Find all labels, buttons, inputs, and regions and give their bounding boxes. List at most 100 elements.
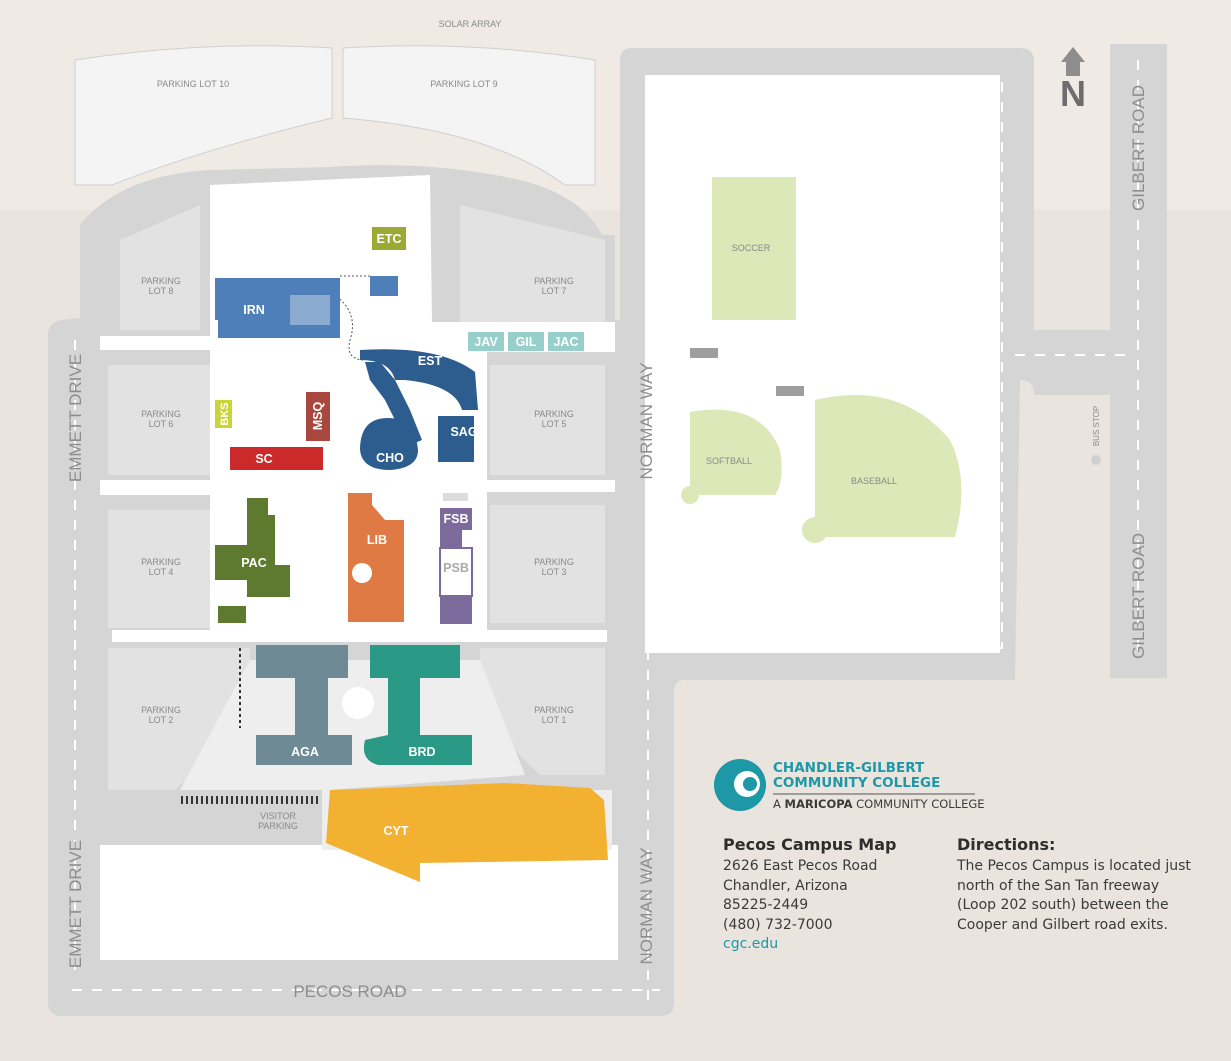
building-gil[interactable] [508, 332, 544, 351]
softball-diamond [681, 486, 699, 504]
building-fsb[interactable] [440, 508, 472, 548]
soccer-label: SOCCER [732, 243, 771, 253]
norman-way-label-north: NORMAN WAY [637, 362, 656, 479]
building-jac[interactable] [548, 332, 584, 351]
address-line-1: 2626 East Pecos Road [723, 858, 878, 874]
lot5-label: LOT 5 [542, 419, 567, 429]
road-labels: EMMETT DRIVE EMMETT DRIVE NORMAN WAY NOR… [66, 85, 1148, 1001]
gilbert-road-label-north: GILBERT ROAD [1129, 85, 1148, 211]
bus-stop-label: BUS STOP [1092, 406, 1101, 446]
baseball-field [815, 395, 962, 537]
bike-rack-hatches [181, 648, 318, 804]
lot6-label: LOT 6 [149, 419, 174, 429]
directions: Directions: The Pecos Campus is located … [957, 835, 1191, 935]
est-label: EST [418, 354, 443, 368]
brd-label: BRD [408, 745, 435, 759]
building-sag[interactable] [438, 416, 474, 462]
svg-text:PARKING: PARKING [141, 557, 181, 567]
building-etc[interactable] [372, 227, 406, 250]
directions-line-1: The Pecos Campus is located just [957, 858, 1191, 874]
svg-text:VISITOR: VISITOR [260, 811, 296, 821]
building-msq[interactable] [306, 392, 330, 441]
building-psb[interactable] [439, 547, 473, 597]
svg-text:PARKING: PARKING [141, 705, 181, 715]
building-pac-annex[interactable] [218, 606, 246, 623]
svg-text:PARKING: PARKING [141, 276, 181, 286]
map-title: Pecos Campus Map [723, 835, 897, 854]
svg-text:PARKING: PARKING [534, 705, 574, 715]
parking-lot-4 [108, 510, 210, 628]
parking-lots [108, 205, 605, 790]
jav-label: JAV [474, 335, 498, 349]
cho-label: CHO [376, 451, 404, 465]
svg-text:PARKING: PARKING [534, 409, 574, 419]
baseball-diamond [802, 517, 828, 543]
building-bks[interactable] [215, 400, 232, 428]
softball-label: SOFTBALL [706, 456, 752, 466]
building-jav[interactable] [468, 332, 504, 351]
building-lib[interactable] [348, 493, 404, 622]
lane-markings [72, 60, 1139, 1000]
solar-array-label: SOLAR ARRAY [439, 19, 502, 29]
lib-label: LIB [367, 533, 387, 547]
psb-label: PSB [443, 561, 469, 575]
building-est[interactable] [360, 349, 478, 410]
etc-label: ETC [377, 232, 402, 246]
parking-lot-3 [490, 505, 605, 623]
college-name: CHANDLER-GILBERT COMMUNITY COLLEGE [773, 760, 941, 791]
south-lawn [100, 845, 618, 960]
baseball-label: BASEBALL [851, 476, 897, 486]
emmett-drive-label-north: EMMETT DRIVE [66, 354, 85, 482]
building-cho[interactable] [360, 418, 418, 470]
jac-label: JAC [553, 335, 578, 349]
emmett-drive-label-south: EMMETT DRIVE [66, 840, 85, 968]
address-zip: 85225-2449 [723, 897, 809, 913]
map-labels: SOLAR ARRAY PARKING LOT 10 PARKING LOT 9… [141, 19, 1101, 831]
compass-label: N [1060, 73, 1086, 114]
directions-line-3: (Loop 202 south) between the [957, 897, 1169, 913]
aga-label: AGA [291, 745, 319, 759]
campus-info: Pecos Campus Map 2626 East Pecos Road Ch… [723, 835, 896, 955]
lot2-label: LOT 2 [149, 715, 174, 725]
building-irn-annex[interactable] [370, 276, 398, 296]
college-logo[interactable] [714, 759, 975, 811]
bks-label: BKS [219, 402, 231, 425]
building-aga[interactable] [256, 645, 352, 765]
parking-lot-9 [342, 45, 596, 186]
lot7-label: LOT 7 [542, 286, 567, 296]
gilbert-road-label-south: GILBERT ROAD [1129, 533, 1148, 659]
address-line-2: Chandler, Arizona [723, 877, 848, 894]
website-link[interactable]: cgc.edu [723, 936, 779, 952]
college-tagline: A MARICOPA COMMUNITY COLLEGE [773, 797, 985, 811]
lot8-label: LOT 8 [149, 286, 174, 296]
svg-text:PARKING: PARKING [534, 276, 574, 286]
building-sc[interactable] [230, 447, 323, 470]
gil-label: GIL [516, 335, 537, 349]
compass-north: N [1060, 47, 1086, 114]
norman-way-label-south: NORMAN WAY [637, 847, 656, 964]
fsb-label: FSB [444, 512, 469, 526]
svg-text:PARKING: PARKING [534, 557, 574, 567]
lot10-label: PARKING LOT 10 [157, 79, 229, 89]
building-irn[interactable] [215, 278, 340, 338]
sag-label: SAG [450, 425, 477, 439]
softball-field [690, 409, 782, 495]
directions-line-4: Cooper and Gilbert road exits. [957, 916, 1168, 933]
lot1-label: LOT 1 [542, 715, 567, 725]
directions-line-2: north of the San Tan freeway [957, 877, 1160, 894]
soccer-field [712, 177, 796, 320]
parking-lot-10 [74, 45, 333, 186]
visitor-parking-label: PARKING [258, 821, 298, 831]
phone-number[interactable]: (480) 732-7000 [723, 916, 833, 933]
parking-lot-8 [120, 205, 200, 330]
cyt-label: CYT [384, 824, 409, 838]
building-pac[interactable] [215, 498, 290, 597]
sc-label: SC [255, 452, 272, 466]
parking-lot-7 [460, 205, 605, 322]
building-cyt[interactable] [326, 783, 608, 882]
lot9-label: PARKING LOT 9 [430, 79, 497, 89]
parking-lot-5 [490, 365, 605, 475]
msq-label: MSQ [311, 401, 325, 430]
building-brd[interactable] [363, 645, 472, 765]
